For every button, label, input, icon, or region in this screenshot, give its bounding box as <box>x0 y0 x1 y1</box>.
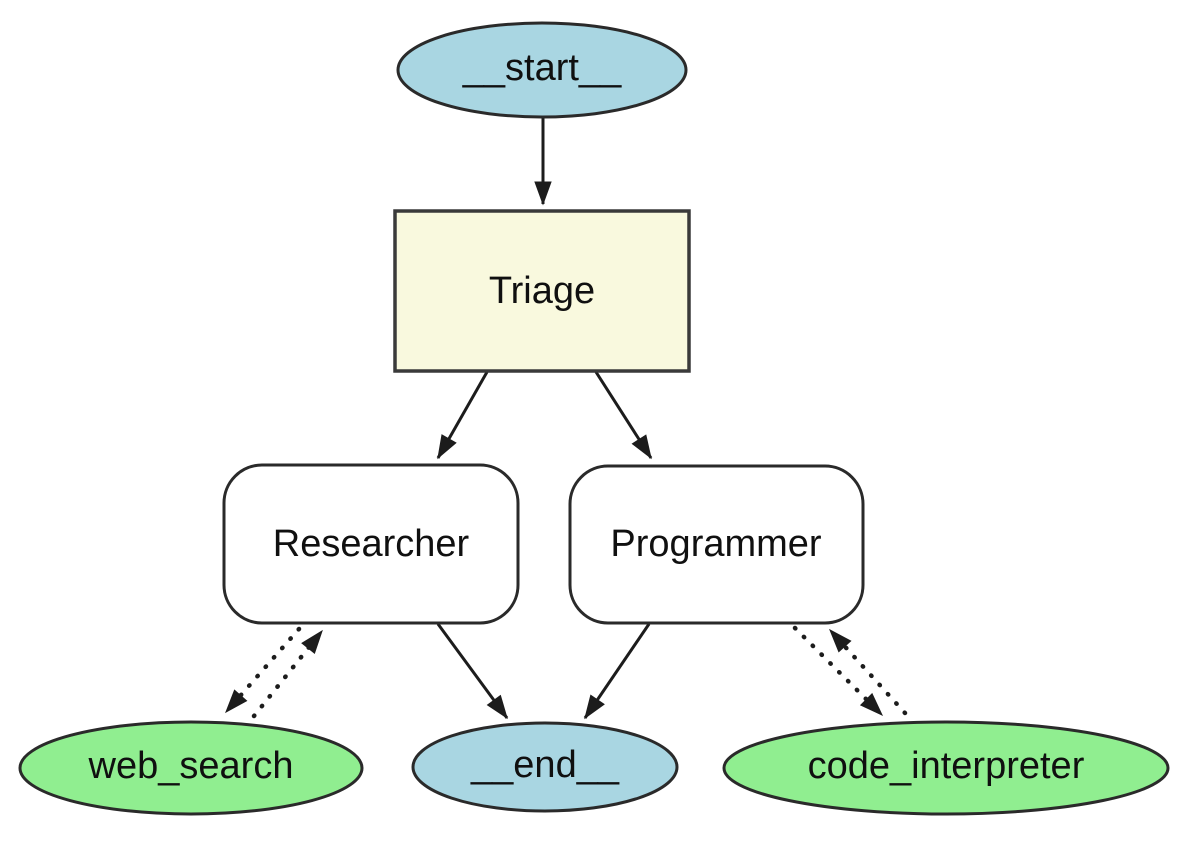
node-end: __end__ <box>411 721 679 813</box>
edge-programmer-to-end <box>583 623 651 720</box>
node-researcher: Researcher <box>222 463 520 625</box>
triage-label: Triage <box>489 270 595 312</box>
node-web-search: web_search <box>18 720 364 816</box>
end-label: __end__ <box>470 744 620 786</box>
programmer-rounded-rect <box>568 464 865 625</box>
start-ellipse <box>396 21 688 119</box>
node-programmer: Programmer <box>568 464 865 625</box>
edge-triage-to-researcher <box>436 371 489 460</box>
node-triage: Triage <box>393 209 691 373</box>
web-search-label: web_search <box>88 745 294 787</box>
edge-researcher-to-web-search <box>223 626 302 715</box>
edge-triage-to-programmer <box>594 371 653 460</box>
node-code-interpreter: code_interpreter <box>722 720 1170 816</box>
start-label: __start__ <box>462 47 622 89</box>
node-start: __start__ <box>396 21 688 119</box>
edge-researcher-to-end <box>436 623 509 720</box>
code-interpreter-ellipse <box>722 720 1170 816</box>
end-ellipse <box>411 721 679 813</box>
researcher-label: Researcher <box>273 523 470 565</box>
researcher-rounded-rect <box>222 463 520 625</box>
programmer-label: Programmer <box>610 523 821 565</box>
triage-rectangle <box>393 209 691 373</box>
web-search-ellipse <box>18 720 364 816</box>
edges <box>223 117 908 720</box>
code-interpreter-label: code_interpreter <box>808 745 1085 787</box>
edge-programmer-to-code-interpreter <box>792 625 885 718</box>
edge-web-search-to-researcher <box>251 628 325 719</box>
